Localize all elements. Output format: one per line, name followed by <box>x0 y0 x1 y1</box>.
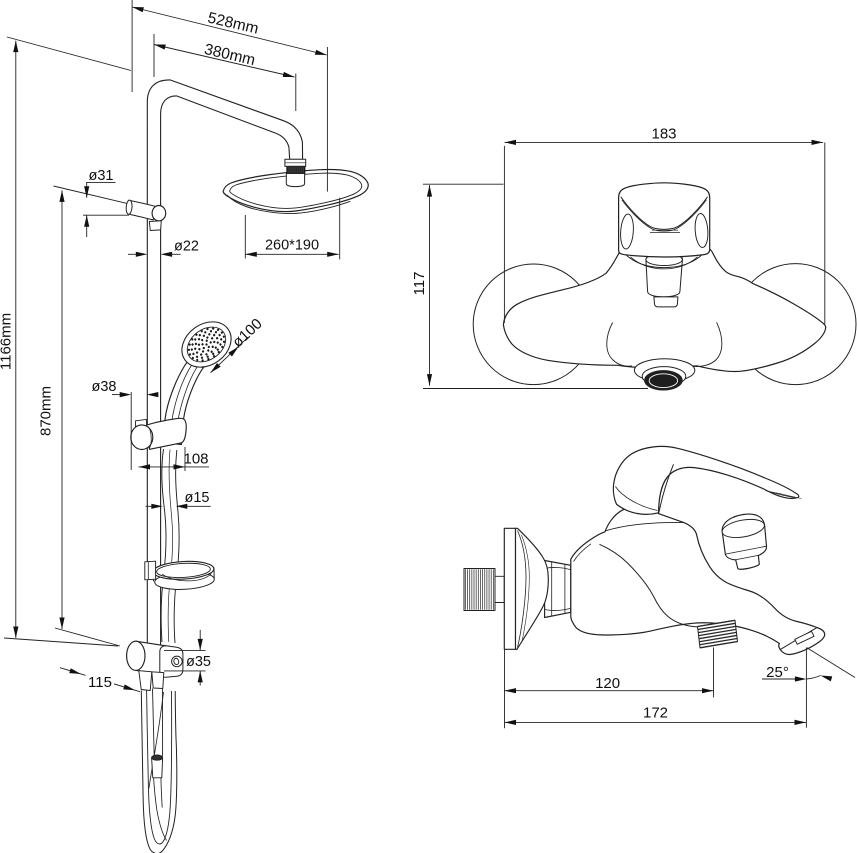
svg-text:115: 115 <box>88 674 112 691</box>
svg-text:ø15: ø15 <box>185 490 210 506</box>
svg-text:ø31: ø31 <box>89 168 114 184</box>
svg-text:ø35: ø35 <box>186 654 211 670</box>
svg-text:108: 108 <box>183 450 208 467</box>
svg-text:ø22: ø22 <box>174 238 199 254</box>
svg-text:260*190: 260*190 <box>265 237 319 253</box>
svg-text:1166mm: 1166mm <box>0 313 15 370</box>
svg-text:117: 117 <box>411 272 428 296</box>
svg-text:870mm: 870mm <box>38 386 55 436</box>
svg-text:ø38: ø38 <box>92 379 117 395</box>
svg-text:120: 120 <box>595 675 620 692</box>
svg-text:172: 172 <box>643 705 668 722</box>
svg-text:183: 183 <box>651 125 676 142</box>
svg-text:25°: 25° <box>766 664 789 681</box>
